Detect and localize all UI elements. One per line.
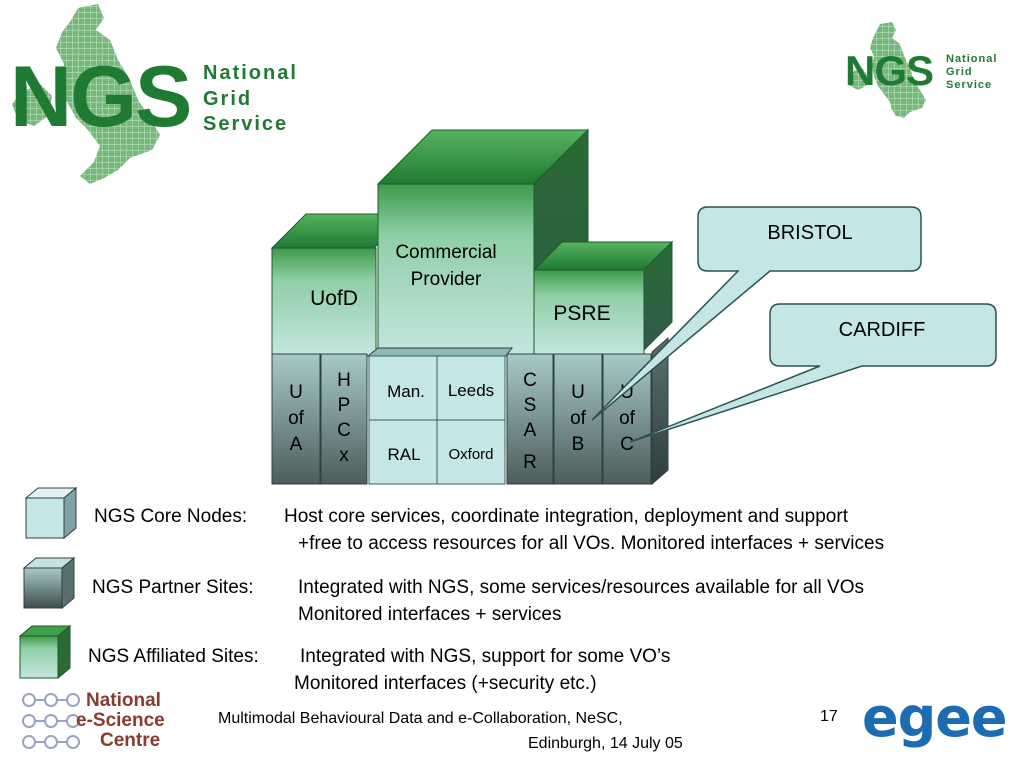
nesc-line3: Centre: [100, 730, 161, 751]
csar-line1: C: [523, 370, 537, 391]
csar-block: C S A R: [506, 353, 554, 485]
uk-map-icon: [12, 4, 160, 184]
ngs-logo-abbr: NGS: [10, 49, 192, 145]
uofd-label: UofD: [310, 287, 358, 310]
legend-affiliated-desc1: Integrated with NGS, support for some VO…: [300, 646, 671, 667]
uk-map-small-icon: [848, 22, 926, 118]
psre-block: PSRE: [532, 240, 674, 357]
uofa-line2: of: [288, 408, 305, 429]
uofb-line1: U: [571, 382, 585, 403]
leeds-label: Leeds: [448, 381, 494, 400]
footer-caption-line1: Multimodal Behavioural Data and e-Collab…: [218, 710, 623, 727]
legend-affiliated-desc2: Monitored interfaces (+security etc.): [294, 673, 597, 694]
uofa-line1: U: [289, 382, 303, 403]
ngs-logo-line2: Grid: [203, 88, 253, 110]
legend-affiliated-label: NGS Affiliated Sites:: [88, 646, 259, 667]
hpcx-line1: H: [337, 370, 351, 391]
csar-line3: A: [524, 420, 537, 441]
legend-core-desc1: Host core services, coordinate integrati…: [284, 506, 848, 527]
cardiff-callout: CARDIFF: [629, 303, 997, 443]
hpcx-line2: P: [338, 395, 351, 416]
man-label: Man.: [387, 382, 425, 401]
uofd-block: UofD: [270, 213, 410, 357]
uofc-line2: of: [619, 408, 636, 429]
ngs-logo-small-abbr: NGS: [845, 47, 934, 94]
legend-core-desc2: +free to access resources for all VOs. M…: [298, 533, 885, 554]
ngs-logo-small-line3: Service: [946, 79, 993, 91]
uofc-line3: C: [620, 434, 634, 455]
commercial-provider-line1: Commercial: [395, 242, 496, 263]
oxford-label: Oxford: [448, 446, 493, 463]
ngs-logo-small-line2: Grid: [946, 66, 973, 78]
hpcx-block: H P C x: [320, 353, 368, 485]
uofb-line3: B: [572, 434, 585, 455]
legend-partner-desc2: Monitored interfaces + services: [298, 604, 562, 625]
psre-label: PSRE: [553, 302, 610, 325]
ral-label: RAL: [387, 445, 420, 464]
egee-logo: egee: [862, 686, 1008, 749]
legend-partner-label: NGS Partner Sites:: [92, 577, 254, 598]
legend-partner-desc1: Integrated with NGS, some services/resou…: [298, 577, 865, 598]
commercial-provider-line2: Provider: [411, 269, 482, 290]
hpcx-line3: C: [337, 420, 351, 441]
core-nodes-grid: Man. Leeds RAL Oxford: [366, 347, 513, 485]
ngs-logo-large: NGS National Grid Service: [0, 0, 320, 190]
uofb-block: U of B: [553, 353, 603, 485]
ngs-logo-line3: Service: [203, 113, 289, 135]
hpcx-line4: x: [339, 445, 349, 466]
uofa-line3: A: [290, 434, 303, 455]
affiliated-site-cube-icon: [18, 624, 72, 680]
base-side: [651, 336, 669, 486]
ngs-sites-diagram: UofD Commercial Provider PSRE U of A H P…: [270, 128, 997, 486]
ngs-logo-small-line1: National: [946, 53, 998, 65]
uofc-block: U of C: [602, 353, 652, 485]
bristol-label: BRISTOL: [767, 222, 852, 244]
legend-core-label: NGS Core Nodes:: [94, 506, 248, 527]
nesc-circles-icon: [22, 693, 80, 749]
core-node-cube-icon: [24, 486, 78, 540]
ngs-logo-small: NGS National Grid Service: [840, 20, 1010, 120]
page-number: 17: [820, 708, 838, 725]
nesc-line2: e-Science: [76, 710, 165, 731]
uofa-block: U of A: [271, 353, 321, 485]
ngs-logo-line1: National: [203, 62, 298, 84]
nesc-logo: National e-Science Centre: [20, 690, 180, 751]
partner-site-cube-icon: [22, 556, 76, 610]
nesc-line1: National: [86, 690, 161, 711]
uofb-line2: of: [570, 408, 587, 429]
bristol-callout: BRISTOL: [591, 206, 922, 421]
footer-caption-line2: Edinburgh, 14 July 05: [528, 735, 683, 752]
cardiff-label: CARDIFF: [839, 319, 926, 341]
csar-line2: S: [524, 395, 537, 416]
csar-line4: R: [523, 452, 537, 473]
commercial-provider-block: Commercial Provider: [376, 128, 590, 358]
